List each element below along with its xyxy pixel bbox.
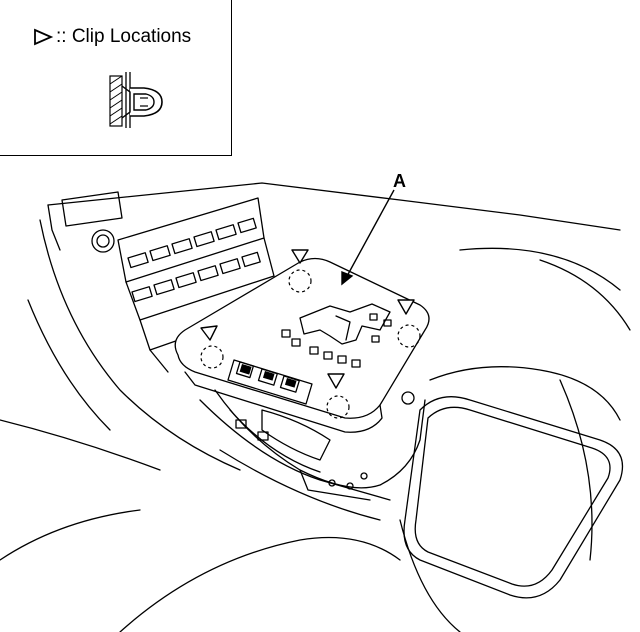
triangle-pointer-icon	[291, 249, 309, 264]
callout-label-a: A	[393, 171, 406, 191]
dashed-circle-clip-icon	[326, 395, 350, 419]
dashboard-outline	[47, 182, 621, 231]
shifter-opening	[214, 389, 426, 489]
triangle-pointer-icon	[34, 28, 54, 46]
dashed-circle-clip-icon	[288, 269, 312, 293]
audio-panel	[117, 197, 265, 283]
triangle-pointer-icon	[397, 299, 415, 315]
shift-panel-a	[174, 257, 430, 419]
console-left-wall	[39, 219, 241, 471]
arrowhead-icon	[341, 270, 354, 286]
radio-buttons	[127, 217, 261, 303]
legend-box: : : Clip Locations	[0, 0, 232, 156]
dashed-circle-clip-icon	[397, 324, 421, 348]
legend-separator: :	[56, 26, 62, 47]
console-lid	[403, 396, 624, 599]
legend-label: : Clip Locations	[61, 26, 192, 47]
dashed-circle-clip-icon	[200, 345, 224, 369]
seat-right	[459, 247, 621, 291]
legend-entry: : : Clip Locations	[32, 26, 191, 48]
triangle-pointer-icon	[327, 373, 345, 389]
clip-cross-section-icon	[109, 72, 163, 128]
indicator-squares	[281, 313, 392, 368]
callout-leader-line	[345, 189, 395, 279]
triangle-pointer-icon	[200, 325, 218, 341]
control-knob	[91, 229, 115, 253]
